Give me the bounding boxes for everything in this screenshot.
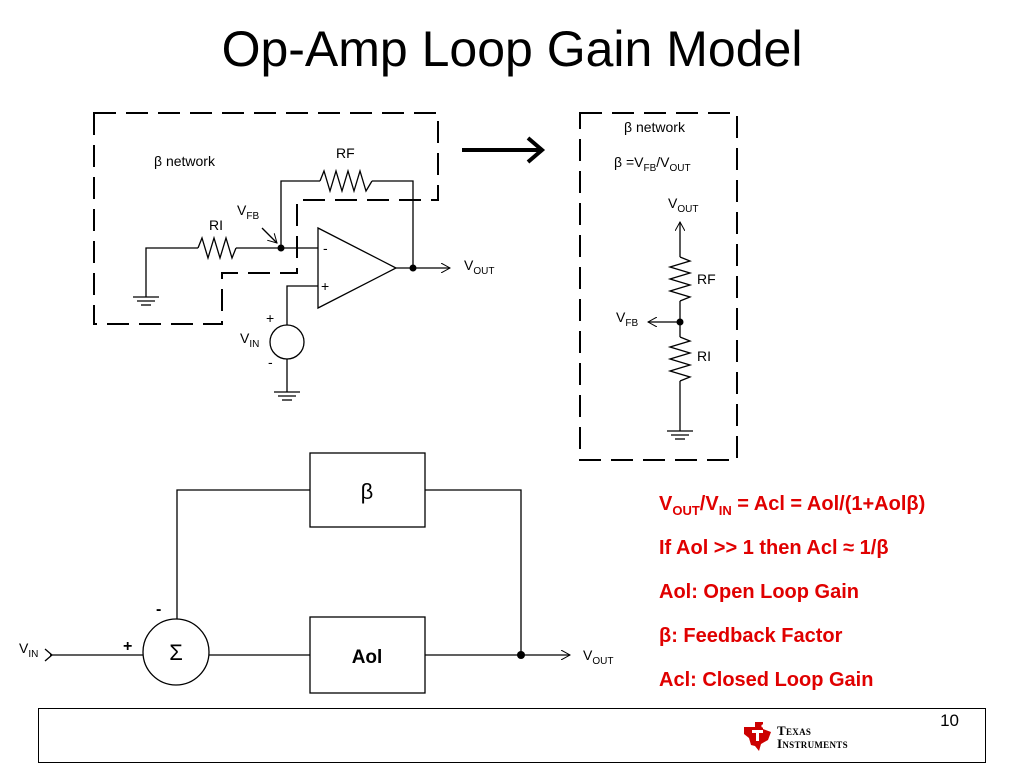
page-number: 10 xyxy=(940,711,959,730)
resistor-ri-left xyxy=(197,235,237,261)
vout-label: VOUT xyxy=(583,647,613,667)
equation-approximation: If Aol >> 1 then Acl ≈ 1/β xyxy=(659,537,889,559)
vfb-label: VFB xyxy=(237,202,259,222)
ground-symbol-right xyxy=(667,430,693,440)
equation-closed-loop: VOUT/VIN = Acl = Aol/(1+Aolβ) xyxy=(659,493,926,518)
junction-dot xyxy=(409,264,417,272)
beta-symbol: β xyxy=(361,479,374,504)
aol-label: Aol xyxy=(352,647,383,668)
vin-label: VIN xyxy=(19,640,38,660)
vin-source xyxy=(269,324,305,360)
feedback-minus-sign: - xyxy=(156,601,161,618)
source-minus-label: - xyxy=(268,354,273,370)
beta-equation: β =VFB/VOUT xyxy=(614,154,691,174)
left-circuit xyxy=(93,112,450,401)
ground-symbol-left-2 xyxy=(274,391,300,401)
inverting-input-label: - xyxy=(323,240,328,256)
junction-dot xyxy=(517,651,525,659)
rf-label: RF xyxy=(697,271,716,287)
op-amp xyxy=(317,226,398,310)
vout-label: VOUT xyxy=(464,257,494,277)
rf-label: RF xyxy=(336,145,355,161)
left-circuit-labels: β network RF RI VFB VOUT VIN - + + - xyxy=(154,145,494,370)
ti-logo-icon xyxy=(744,722,771,751)
resistor-rf-left xyxy=(319,168,373,194)
block-diagram-labels: β Σ Aol - + VIN VOUT xyxy=(19,479,613,668)
resistor-rf-right xyxy=(667,256,693,302)
vin-label: VIN xyxy=(240,330,259,350)
beta-network-label: β network xyxy=(624,119,686,135)
ground-symbol-left-1 xyxy=(133,296,159,306)
sigma-symbol: Σ xyxy=(169,640,183,665)
junction-dot xyxy=(676,318,684,326)
page-title: Op-Amp Loop Gain Model xyxy=(221,21,803,77)
beta-network-label: β network xyxy=(154,153,216,169)
source-plus-label: + xyxy=(266,310,274,326)
logo-wordmark: Texas Instruments xyxy=(777,723,848,751)
equations-panel: VOUT/VIN = Acl = Aol/(1+Aolβ) If Aol >> … xyxy=(659,492,925,712)
definition-aol: Aol: Open Loop Gain xyxy=(659,581,859,603)
footer: 10 Texas Instruments xyxy=(38,708,986,763)
texas-instruments-logo: Texas Instruments xyxy=(741,720,881,754)
transform-arrow xyxy=(462,136,546,164)
beta-network-boundary-left xyxy=(93,112,439,325)
vfb-label: VFB xyxy=(616,309,638,329)
ri-label: RI xyxy=(209,217,223,233)
input-plus-sign: + xyxy=(123,638,132,655)
circuit-diagrams: β network RF RI VFB VOUT VIN - + + - β n… xyxy=(19,112,738,694)
definition-acl: Acl: Closed Loop Gain xyxy=(659,669,874,691)
ri-label: RI xyxy=(697,348,711,364)
summing-junction xyxy=(142,618,210,686)
beta-network-boundary-right xyxy=(579,112,738,461)
noninverting-input-label: + xyxy=(321,278,329,294)
vout-label: VOUT xyxy=(668,195,698,215)
definition-beta: β: Feedback Factor xyxy=(659,625,843,647)
junction-dot xyxy=(277,244,285,252)
block-diagram xyxy=(44,452,570,694)
right-circuit-labels: β network β =VFB/VOUT VOUT RF VFB RI xyxy=(614,119,716,364)
resistor-ri-right xyxy=(667,336,693,382)
